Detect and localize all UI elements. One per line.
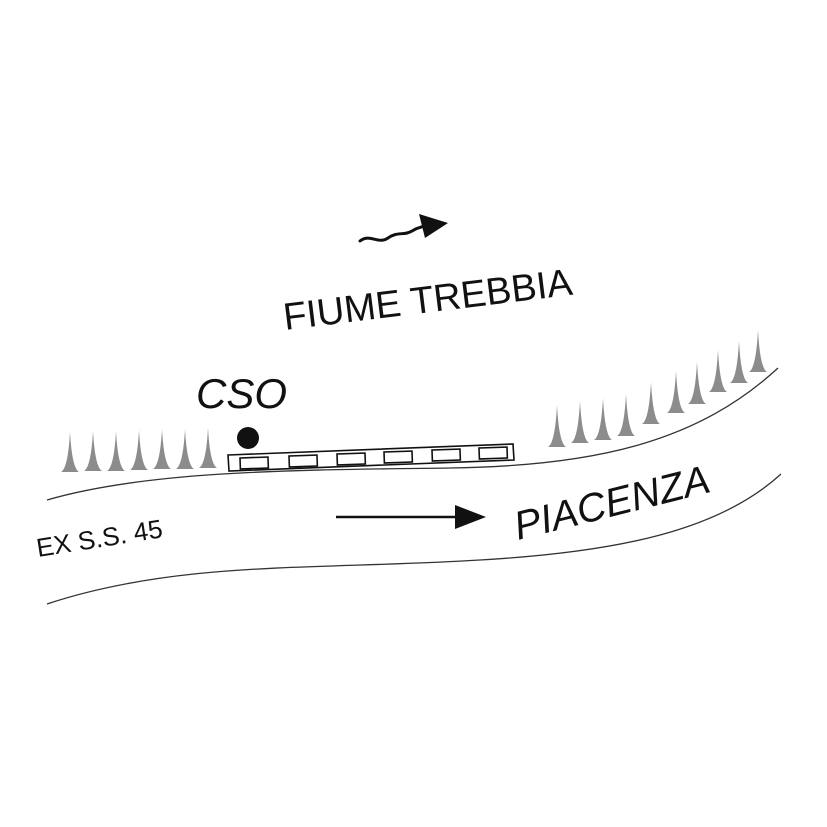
culvert-box	[239, 456, 270, 470]
tree-spike-icon	[107, 431, 125, 471]
tree-spike-icon	[84, 431, 102, 471]
tree-spike-icon	[130, 430, 148, 470]
station-marker-icon	[237, 427, 259, 449]
tree-spike-icon	[688, 362, 706, 404]
tree-spike-icon	[709, 350, 727, 392]
river-flow-arrow-icon	[358, 214, 448, 243]
tree-spike-icon	[176, 429, 194, 469]
culvert-box	[336, 452, 367, 466]
road-upper-edge	[46, 367, 779, 501]
tree-spike-icon	[199, 428, 217, 468]
culvert-box	[288, 454, 319, 468]
river-label: FIUME TREBBIA	[281, 262, 575, 339]
road-direction-arrow-icon	[336, 505, 486, 529]
tree-spike-icon	[548, 405, 566, 447]
tree-spike-icon	[617, 394, 635, 436]
tree-spike-icon	[153, 429, 171, 469]
tree-spike-icon	[730, 341, 748, 383]
culvert-structure	[227, 443, 515, 472]
station-label: CSO	[196, 370, 287, 417]
culvert-box	[478, 446, 509, 460]
road-lower-edge	[46, 473, 782, 605]
culvert-box	[431, 448, 462, 462]
culvert-box	[383, 450, 414, 464]
tree-spike-icon	[61, 432, 79, 472]
tree-spike-icon	[667, 371, 685, 413]
tree-spike-icon	[594, 398, 612, 440]
tree-spike-icon	[571, 401, 589, 443]
destination-label: PIACENZA	[510, 458, 715, 549]
tree-spike-icon	[642, 382, 660, 424]
vegetation-right-icon	[548, 330, 767, 447]
road-label: EX S.S. 45	[34, 513, 164, 563]
vegetation-left-icon	[61, 428, 217, 472]
tree-spike-icon	[749, 330, 767, 372]
